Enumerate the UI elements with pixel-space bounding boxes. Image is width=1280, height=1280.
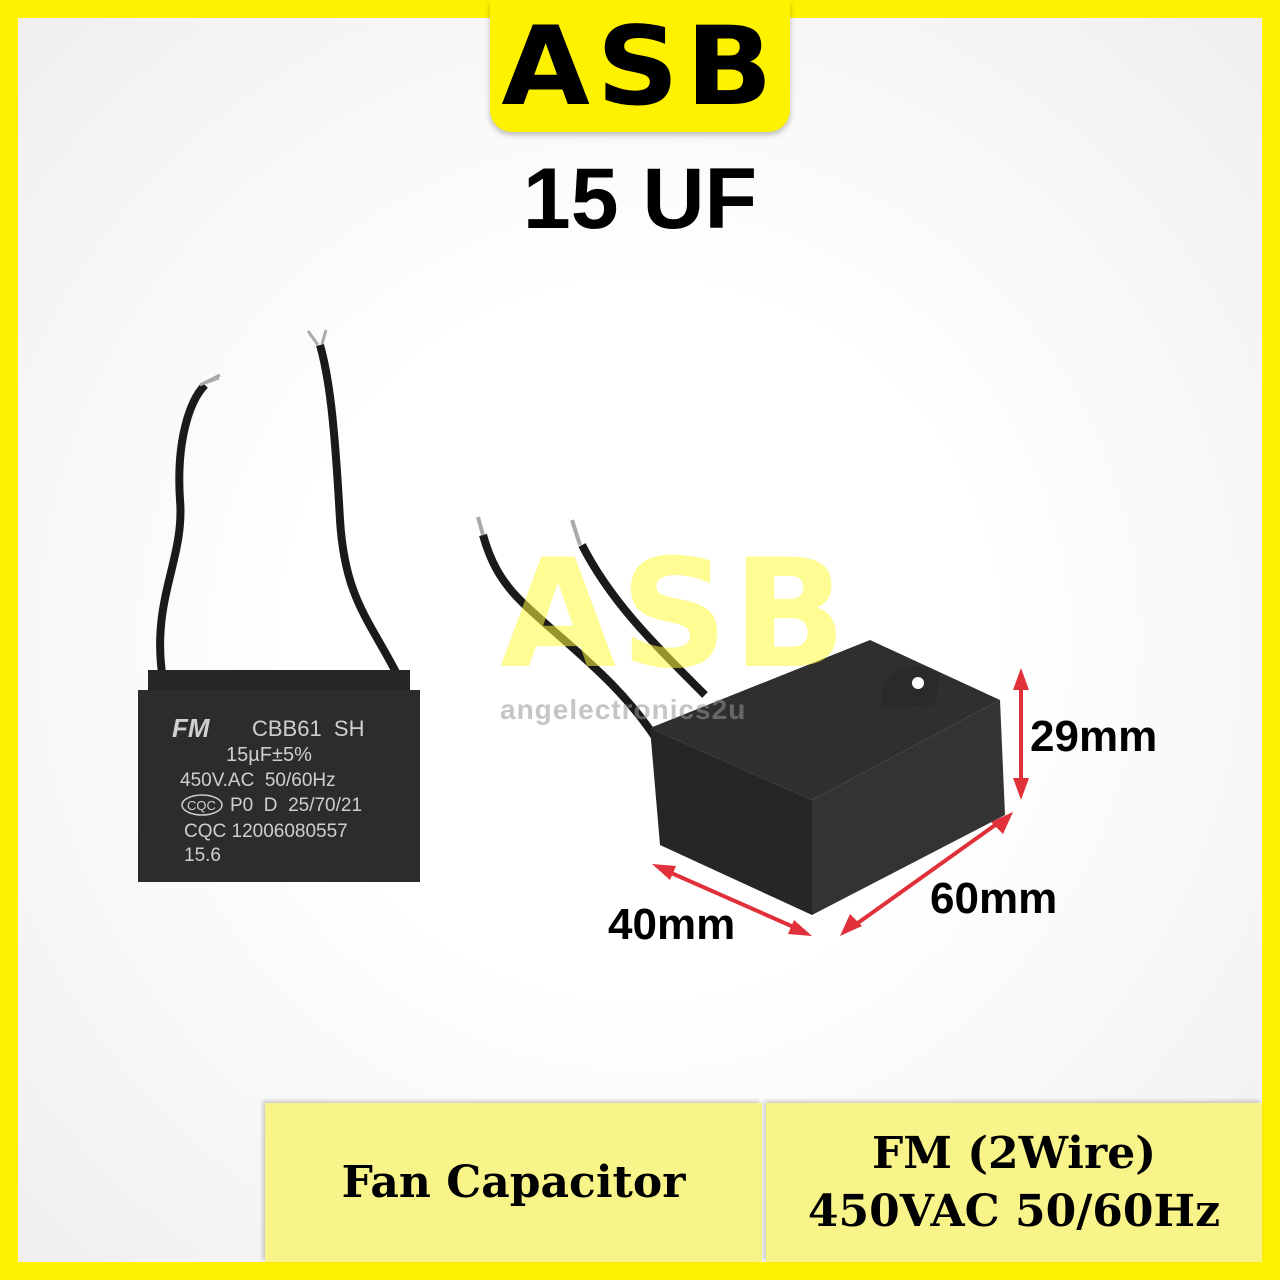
dimension-arrows <box>652 668 1029 936</box>
wire-left <box>156 382 208 681</box>
background <box>18 18 1262 1262</box>
brand-tab: ASB <box>490 0 790 132</box>
spec-line-1: FM (2Wire) <box>871 1128 1157 1180</box>
cap-model: CBB61 SH <box>252 716 365 741</box>
product-type: Fan Capacitor <box>341 1157 686 1208</box>
page-title: 15 UF <box>522 151 758 247</box>
box-front <box>812 700 1005 915</box>
fm-logo: FM <box>172 713 211 743</box>
length-label: 60mm <box>930 874 1058 923</box>
capacitor-top <box>148 670 410 692</box>
watermark-site: angelectronics2u <box>500 694 747 725</box>
cap-cert-number: CQC 12006080557 <box>184 821 348 842</box>
cap-code: 15.6 <box>184 845 221 866</box>
wire-right <box>316 343 404 682</box>
product-type-panel: Fan Capacitor <box>265 1103 762 1262</box>
spec-panel: FM (2Wire) 450VAC 50/60Hz <box>766 1103 1262 1262</box>
watermark-brand: ASB <box>500 528 851 702</box>
cap-rating: 450V.AC 50/60Hz <box>180 770 336 791</box>
cqc-mark-icon <box>181 794 223 816</box>
cap-cert-mark: CQC <box>187 798 216 813</box>
cap-capacitance: 15µF±5% <box>226 744 312 766</box>
height-label: 29mm <box>1030 712 1158 761</box>
width-label: 40mm <box>608 900 736 949</box>
arrow-up-icon <box>1013 668 1029 690</box>
brand-logo: ASB <box>501 1 779 131</box>
cap-batch: P0 D 25/70/21 <box>230 795 362 816</box>
spec-line-2: 450VAC 50/60Hz <box>807 1185 1221 1237</box>
arrow-down-icon <box>1013 778 1029 800</box>
box-side <box>650 728 812 915</box>
capacitor-front <box>138 690 420 882</box>
